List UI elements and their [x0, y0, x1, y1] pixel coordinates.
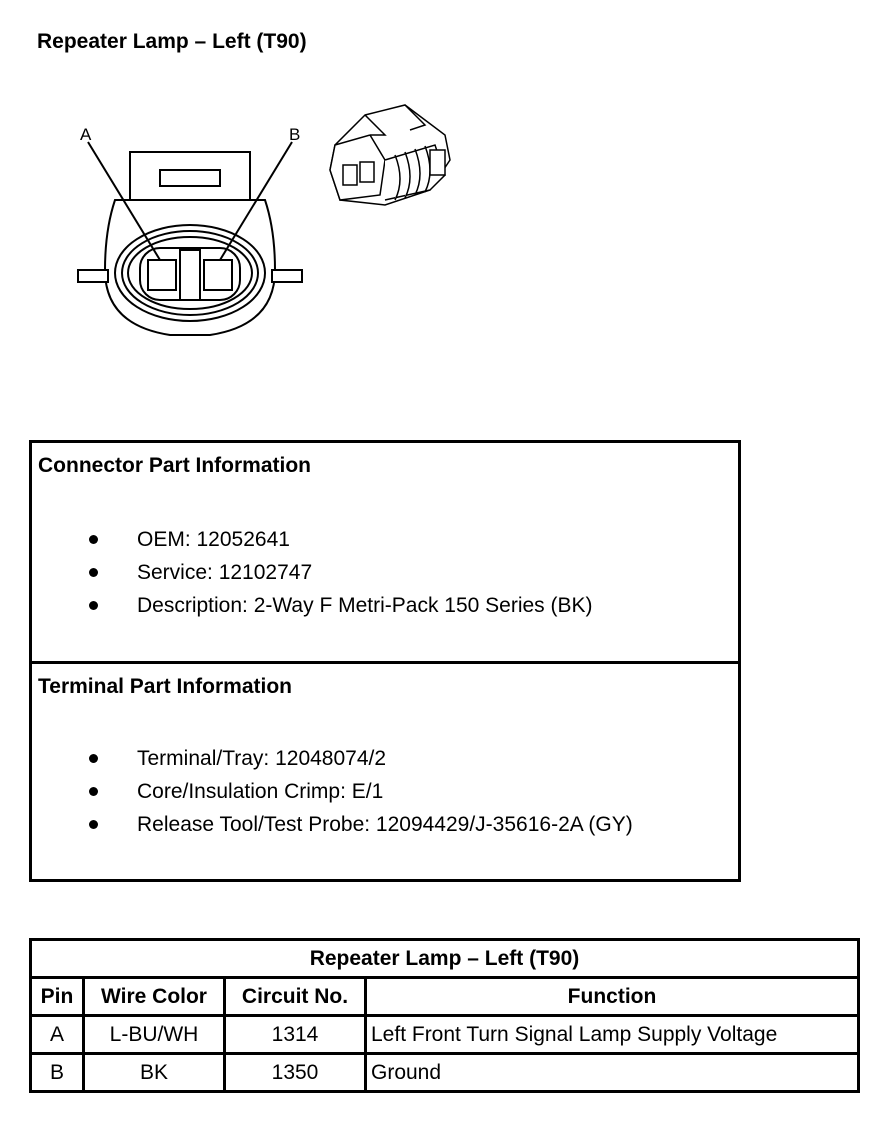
bullet-icon	[89, 754, 98, 763]
bullet-icon	[89, 601, 98, 610]
connector-face-diagram: A B	[77, 125, 303, 336]
column-header-function: Function	[364, 976, 860, 1017]
terminal-part-list: Terminal/Tray: 12048074/2 Core/Insulatio…	[32, 742, 633, 841]
bullet-icon	[89, 787, 98, 796]
connector-sketch	[329, 104, 451, 206]
pin-label-a: A	[80, 125, 92, 144]
list-item: Service: 12102747	[32, 556, 593, 589]
column-header-pin: Pin	[29, 976, 85, 1017]
terminal-part-heading: Terminal Part Information	[38, 675, 292, 698]
bullet-icon	[89, 568, 98, 577]
list-item: OEM: 12052641	[32, 523, 593, 556]
column-header-circuit-no: Circuit No.	[223, 976, 367, 1017]
list-item: Terminal/Tray: 12048074/2	[32, 742, 633, 775]
pin-table: Repeater Lamp – Left (T90) Pin Wire Colo…	[29, 938, 860, 1093]
function-cell: Ground	[364, 1052, 860, 1093]
circuit-cell: 1350	[223, 1052, 367, 1093]
function-cell: Left Front Turn Signal Lamp Supply Volta…	[364, 1014, 860, 1055]
pin-label-b: B	[289, 125, 300, 144]
bullet-icon	[89, 820, 98, 829]
part-info-box: Connector Part Information OEM: 12052641…	[29, 440, 741, 882]
bullet-icon	[89, 535, 98, 544]
page-title: Repeater Lamp – Left (T90)	[37, 30, 307, 53]
list-item: Release Tool/Test Probe: 12094429/J-3561…	[32, 808, 633, 841]
pin-cell: A	[29, 1014, 85, 1055]
wire-color-cell: BK	[82, 1052, 226, 1093]
connector-part-heading: Connector Part Information	[38, 454, 312, 477]
connector-part-section: Connector Part Information OEM: 12052641…	[32, 443, 738, 664]
circuit-cell: 1314	[223, 1014, 367, 1055]
list-item: Description: 2-Way F Metri-Pack 150 Seri…	[32, 589, 593, 622]
table-row: B BK 1350 Ground	[29, 1052, 860, 1093]
column-header-wire-color: Wire Color	[82, 976, 226, 1017]
terminal-part-section: Terminal Part Information Terminal/Tray:…	[32, 664, 738, 879]
pin-table-caption: Repeater Lamp – Left (T90)	[29, 938, 860, 979]
pin-cell: B	[29, 1052, 85, 1093]
connector-part-list: OEM: 12052641 Service: 12102747 Descript…	[32, 523, 593, 622]
list-item: Core/Insulation Crimp: E/1	[32, 775, 633, 808]
table-row: A L-BU/WH 1314 Left Front Turn Signal La…	[29, 1014, 860, 1055]
wire-color-cell: L-BU/WH	[82, 1014, 226, 1055]
